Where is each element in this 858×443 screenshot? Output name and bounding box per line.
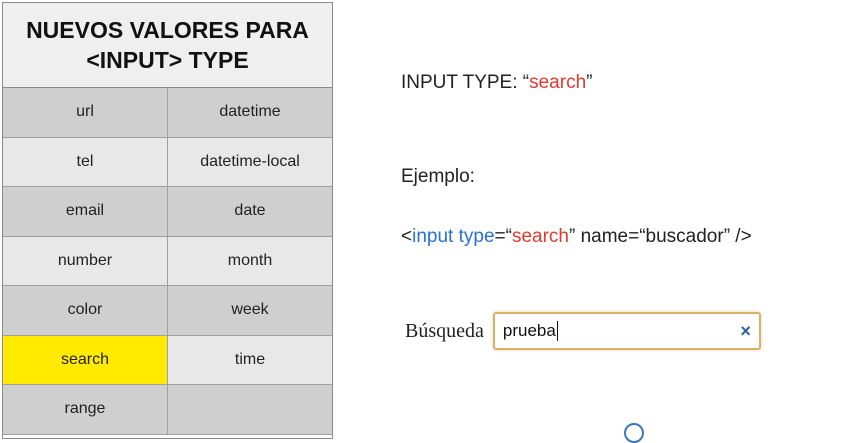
table-cell: url bbox=[3, 88, 167, 137]
table-cell: time bbox=[167, 335, 332, 384]
table-row: range bbox=[3, 385, 332, 435]
circle-icon bbox=[624, 423, 644, 443]
table-row: tel datetime-local bbox=[3, 137, 332, 187]
table-cell: week bbox=[167, 286, 332, 335]
table-row: url datetime bbox=[3, 88, 332, 138]
table-row: number month bbox=[3, 236, 332, 286]
table-header: NUEVOS VALORES PARA <INPUT> TYPE bbox=[3, 3, 332, 88]
table-row: email date bbox=[3, 187, 332, 237]
example-label: Ejemplo: bbox=[401, 166, 475, 187]
code-eq: =“ bbox=[494, 226, 512, 247]
table-cell bbox=[167, 385, 332, 434]
type-value: search bbox=[529, 72, 587, 93]
search-value-text: prueba bbox=[502, 320, 556, 340]
search-value: prueba bbox=[503, 321, 740, 342]
table-cell: tel bbox=[3, 137, 167, 186]
table-cell: range bbox=[3, 385, 167, 434]
table-row: search time bbox=[3, 335, 332, 385]
table-title-line1: NUEVOS VALORES PARA bbox=[26, 17, 309, 43]
code-tag: input bbox=[412, 226, 454, 247]
code-close: ” name=“buscador” /> bbox=[568, 226, 752, 247]
table-cell: email bbox=[3, 187, 167, 236]
table-row: color week bbox=[3, 286, 332, 336]
table-cell: datetime-local bbox=[167, 137, 332, 186]
table-cell: date bbox=[167, 187, 332, 236]
clear-icon[interactable]: × bbox=[740, 320, 751, 341]
text-caret bbox=[556, 321, 558, 342]
type-prefix: INPUT TYPE: “ bbox=[401, 72, 530, 93]
search-label: Búsqueda bbox=[405, 319, 484, 342]
table-cell-highlighted: search bbox=[3, 335, 167, 384]
table-cell: datetime bbox=[167, 88, 332, 137]
table-cell: month bbox=[167, 236, 332, 285]
code-attr: type bbox=[458, 226, 495, 247]
search-demo: Búsqueda prueba × bbox=[405, 312, 761, 350]
input-types-table: NUEVOS VALORES PARA <INPUT> TYPE url dat… bbox=[2, 2, 333, 439]
input-type-heading: INPUT TYPE: “search” bbox=[401, 72, 592, 94]
table-cell: number bbox=[3, 236, 167, 285]
code-value: search bbox=[511, 226, 569, 247]
type-suffix: ” bbox=[586, 72, 593, 93]
code-open: < bbox=[401, 226, 413, 247]
table-cell: color bbox=[3, 286, 167, 335]
code-example: <input type=“search” name=“buscador” /> bbox=[401, 226, 752, 248]
table-title-line2: <INPUT> TYPE bbox=[86, 47, 249, 73]
search-input[interactable]: prueba × bbox=[492, 312, 761, 350]
